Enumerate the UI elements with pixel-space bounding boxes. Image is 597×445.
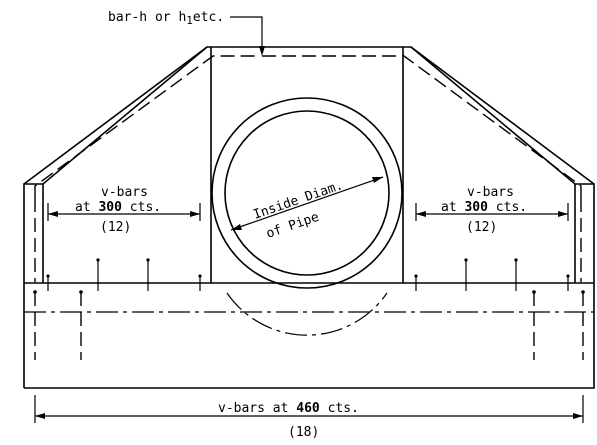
- headwall-outline: [23, 46, 595, 389]
- pipe-diameter-dimension: [230, 176, 384, 231]
- bottom-spacing-label: v-bars at 460 cts.: [218, 401, 359, 416]
- left-spacing-label: at 300 cts.: [75, 200, 161, 215]
- bar-markers: [33, 258, 585, 294]
- bottom-count-label: (18): [288, 425, 319, 440]
- left-dimension: [47, 203, 201, 221]
- top-note-leader: [230, 16, 265, 56]
- top-note-label: bar-h or h1etc.: [108, 10, 224, 27]
- left-count-label: (12): [100, 220, 131, 235]
- bottom-dimension: [34, 395, 584, 423]
- left-vbars-label: v-bars: [101, 185, 148, 200]
- right-spacing-label: at 300 cts.: [441, 200, 527, 215]
- pipe: [211, 97, 403, 336]
- top-bar-dashed: [34, 55, 582, 282]
- right-vbars-label: v-bars: [467, 185, 514, 200]
- right-dimension: [415, 203, 569, 221]
- right-count-label: (12): [466, 220, 497, 235]
- lower-bars-dashed: [34, 292, 584, 360]
